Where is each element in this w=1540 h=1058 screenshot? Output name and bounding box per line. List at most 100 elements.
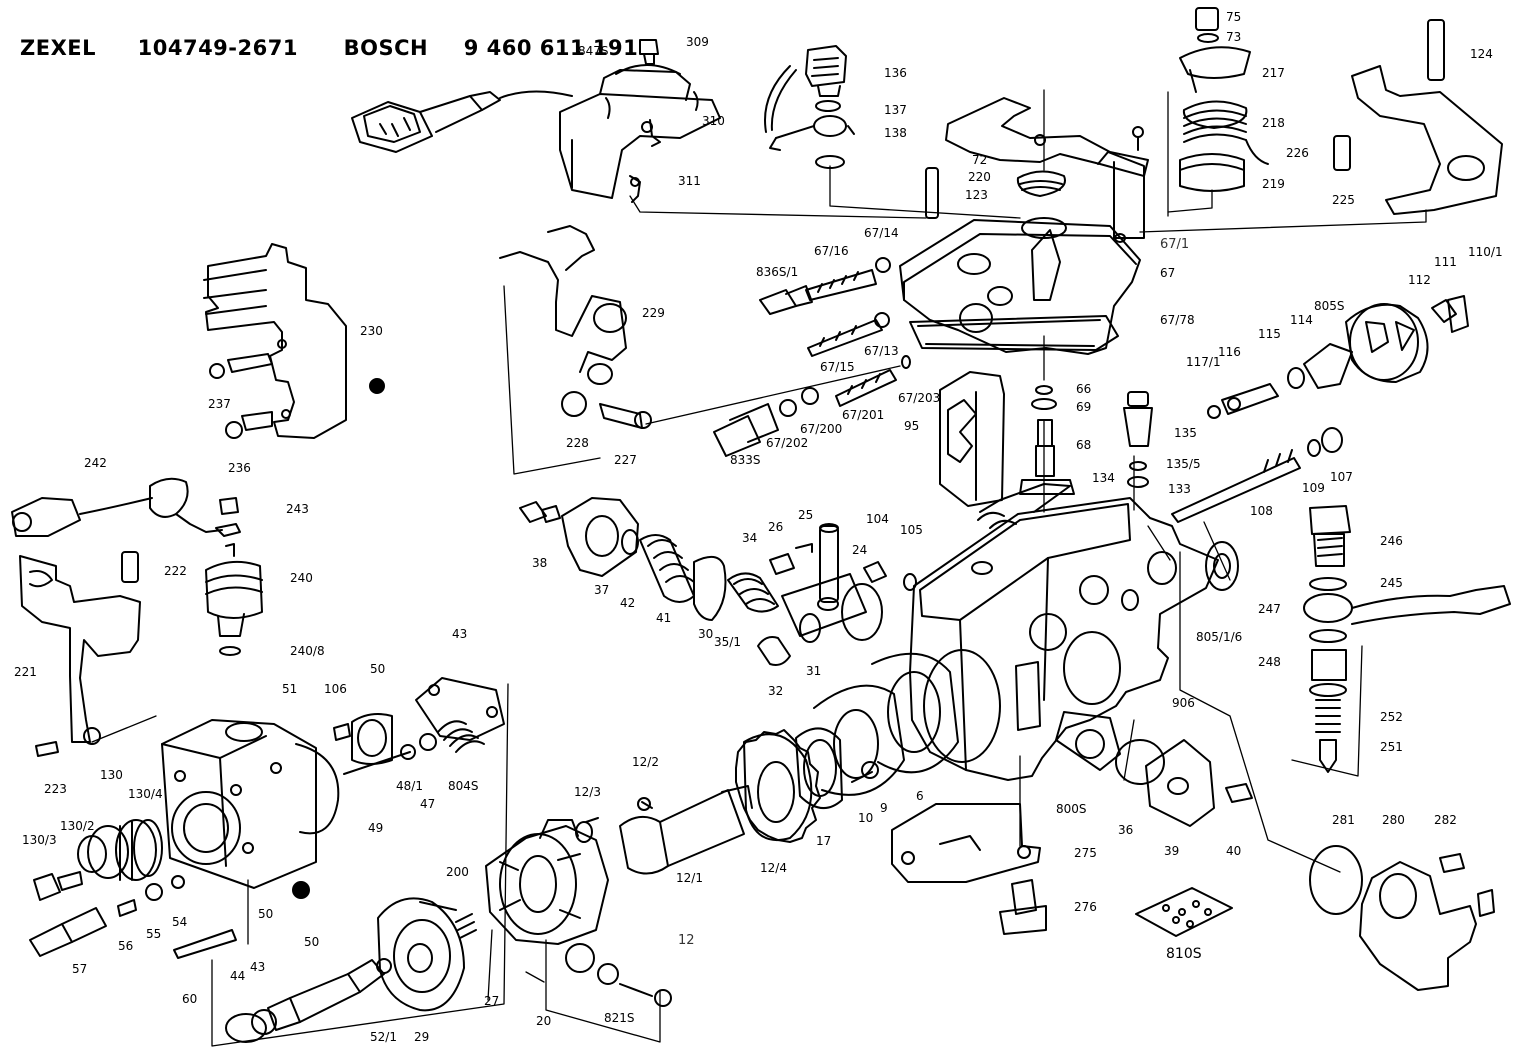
callout-138: 138	[884, 126, 907, 140]
callout-246: 246	[1380, 534, 1403, 548]
plunger-24-31-32	[757, 523, 917, 666]
sensor-242	[11, 477, 223, 537]
callout-31: 31	[806, 664, 822, 678]
banjo-fitting	[764, 45, 855, 169]
callout-75: 75	[1226, 10, 1242, 24]
fitting-130	[77, 819, 163, 881]
callout-40: 40	[1226, 844, 1242, 858]
spring-200-and-bolt-821S	[455, 913, 672, 1007]
solenoid-280	[1309, 845, 1495, 991]
callout-821S: 821S	[604, 1011, 635, 1025]
callout-114: 114	[1290, 313, 1313, 327]
callout-804S: 804S	[448, 779, 479, 793]
callout-69: 69	[1076, 400, 1092, 414]
callout-37: 37	[594, 583, 610, 597]
callout-242: 242	[84, 456, 107, 470]
callout-136: 136	[884, 66, 907, 80]
callout-35-1: 35/1	[714, 635, 741, 649]
callout-54: 54	[172, 915, 188, 929]
callout-309: 309	[686, 35, 709, 49]
callout-57: 57	[72, 962, 88, 976]
frame-lines-left	[211, 683, 509, 1047]
valve-68-66-69	[1019, 385, 1075, 495]
callout-111: 111	[1434, 255, 1457, 269]
callout-50-valve: 50	[370, 662, 386, 676]
seal-805-1-6	[1205, 541, 1239, 591]
callout-44: 44	[230, 969, 246, 983]
callout-311: 311	[678, 174, 701, 188]
callout-6: 6	[916, 789, 924, 803]
callout-116: 116	[1218, 345, 1241, 359]
pump-block	[161, 719, 317, 889]
governor-assembly	[1207, 295, 1469, 419]
cover-29	[377, 897, 465, 1012]
bracket-221	[19, 551, 141, 757]
solenoid-bracket	[559, 39, 721, 203]
callout-228: 228	[566, 436, 589, 450]
bosch-part-number: 9 460 611 191	[463, 36, 639, 60]
callout-12-3: 12/3	[574, 785, 601, 799]
plate-230	[203, 243, 347, 439]
callout-240-8: 240/8	[290, 644, 325, 658]
bracket-275	[891, 803, 1047, 935]
callout-50-block: 50	[258, 907, 274, 921]
gasket-kit-810S	[1135, 887, 1233, 937]
callout-237: 237	[208, 397, 231, 411]
o-ring-51	[295, 743, 340, 835]
callout-66: 66	[1076, 382, 1092, 396]
callout-134: 134	[1092, 471, 1115, 485]
callout-10: 10	[858, 811, 874, 825]
shaft-50	[225, 958, 392, 1043]
callout-248: 248	[1258, 655, 1281, 669]
roller-ring-and-cam	[485, 819, 609, 945]
callout-12-4: 12/4	[760, 861, 787, 875]
drive-shaft-12	[575, 785, 753, 875]
callout-109: 109	[1302, 481, 1325, 495]
callout-47: 47	[420, 797, 436, 811]
callout-67-203: 67/203	[898, 391, 941, 405]
callout-95: 95	[904, 419, 920, 433]
callout-236: 236	[228, 461, 251, 475]
stop-lever	[499, 225, 627, 385]
callout-60: 60	[182, 992, 198, 1006]
key-12-2	[641, 801, 653, 809]
bolt-236-head	[225, 421, 243, 439]
callout-805S: 805S	[1314, 299, 1345, 313]
callout-836S-1: 836S/1	[756, 265, 799, 279]
callout-810S: 810S	[1166, 946, 1202, 962]
callout-833S: 833S	[730, 453, 761, 467]
spring-stack	[1179, 7, 1269, 192]
adjusting-screws	[713, 167, 939, 457]
callout-29: 29	[414, 1030, 430, 1044]
callout-30: 30	[698, 627, 714, 641]
callout-36: 36	[1118, 823, 1134, 837]
callout-130-2: 130/2	[60, 819, 95, 833]
rod-108	[1171, 427, 1343, 523]
callout-17: 17	[816, 834, 832, 848]
reference-dot	[369, 378, 385, 394]
callout-56: 56	[118, 939, 134, 953]
callout-67-14: 67/14	[864, 226, 899, 240]
callout-107: 107	[1330, 470, 1353, 484]
callout-124: 124	[1470, 47, 1493, 61]
governor-cover	[899, 217, 1141, 355]
callout-805-1-6: 805/1/6	[1196, 630, 1243, 644]
callout-27: 27	[484, 994, 500, 1008]
sensor-240	[205, 497, 263, 656]
callout-800S: 800S	[1056, 802, 1087, 816]
callout-25: 25	[798, 508, 814, 522]
zexel-part-number: 104749-2671	[137, 36, 298, 60]
callout-281: 281	[1332, 813, 1355, 827]
callout-67-200: 67/200	[800, 422, 843, 436]
callout-227: 227	[614, 453, 637, 467]
callout-50-shaft: 50	[304, 935, 320, 949]
callout-34: 34	[742, 531, 758, 545]
callout-240: 240	[290, 571, 313, 585]
callout-229: 229	[642, 306, 665, 320]
callout-49: 49	[368, 821, 384, 835]
callout-12-1: 12/1	[676, 871, 703, 885]
callout-67-202: 67/202	[766, 436, 809, 450]
callout-67-201: 67/201	[842, 408, 885, 422]
callout-67-13: 67/13	[864, 344, 899, 358]
